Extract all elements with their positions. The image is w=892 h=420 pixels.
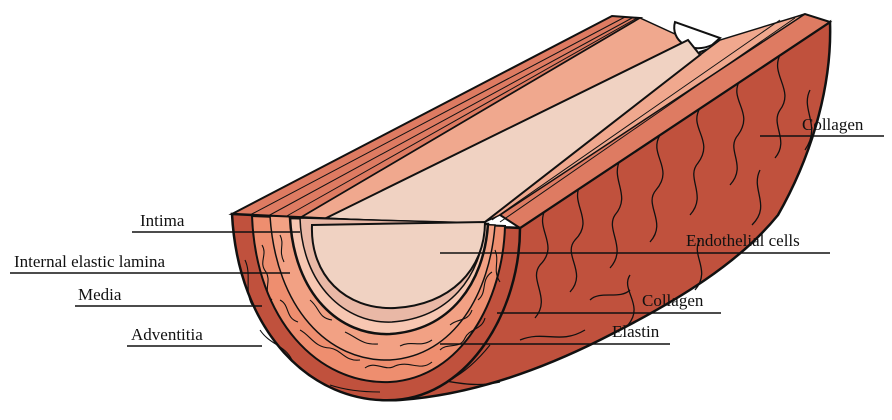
endothelial-cell: [859, 11, 892, 51]
endothelial-cell: [850, 16, 892, 56]
endothelial-cell-nucleus: [865, 39, 868, 42]
endothelial-cell: [841, 21, 892, 61]
endothelial-cell-nucleus: [841, 51, 844, 54]
endothelial-cell: [886, 0, 892, 36]
endothelial-cell: [844, 18, 892, 58]
label-endothelial-cells: Endothelial cells: [686, 231, 800, 250]
endothelial-cell-nucleus: [832, 56, 835, 59]
endothelial-cell-nucleus: [856, 44, 859, 47]
label-media: Media: [78, 285, 122, 304]
label-internal-elastic-lamina: Internal elastic lamina: [14, 252, 165, 271]
endothelial-cell-nucleus: [868, 36, 871, 39]
lumen-opening: [310, 220, 487, 310]
endothelial-cell-nucleus: [877, 31, 880, 34]
cross-section-fibers: [244, 234, 501, 393]
endothelial-cell: [868, 6, 892, 46]
endothelial-cell: [853, 13, 892, 53]
endothelial-cell-nucleus: [850, 46, 853, 49]
leader-lines: [10, 135, 884, 347]
label-intima: Intima: [140, 211, 185, 230]
label-elastin: Elastin: [612, 322, 660, 341]
endothelial-cell-nucleus: [859, 41, 862, 44]
endothelial-cell-nucleus: [847, 49, 850, 52]
label-collagen-inner: Collagen: [642, 291, 704, 310]
endothelial-cell: [826, 28, 878, 68]
endothelial-cell: [835, 23, 887, 63]
endothelial-cell-nucleus: [883, 29, 886, 32]
endothelial-cell: [877, 1, 892, 41]
label-collagen-outer: Collagen: [802, 115, 864, 134]
endothelial-cell: [883, 0, 892, 39]
endothelial-cell: [832, 26, 884, 66]
endothelial-cell-nucleus: [835, 53, 838, 56]
endothelial-cell-nucleus: [874, 34, 877, 37]
label-adventitia: Adventitia: [131, 325, 203, 344]
